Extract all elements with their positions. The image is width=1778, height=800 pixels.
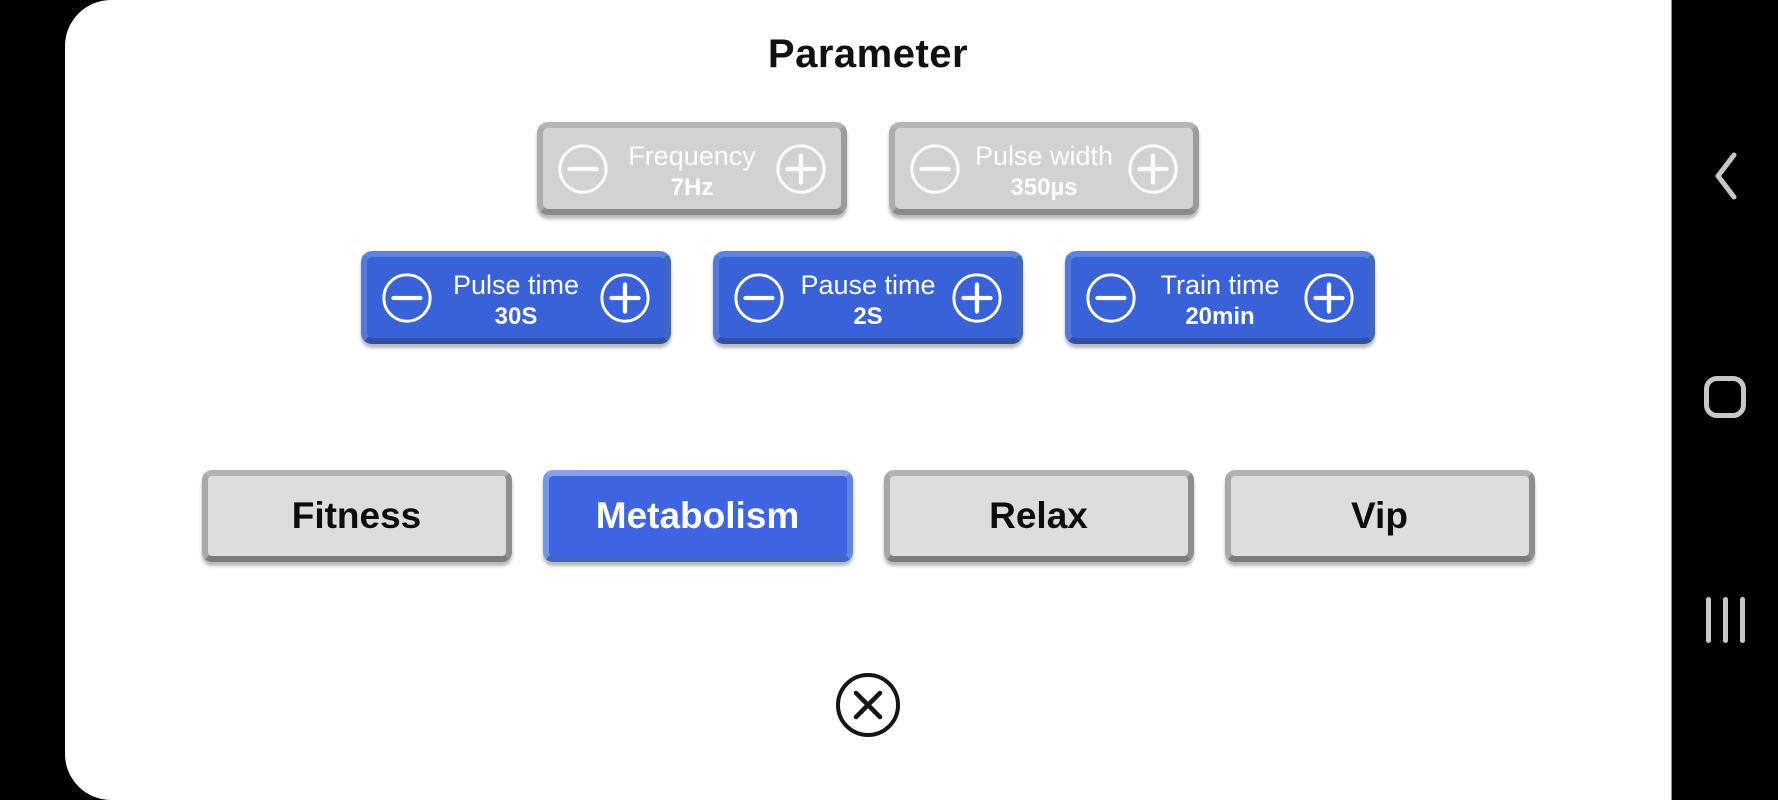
mode-button-vip[interactable]: Vip	[1224, 470, 1535, 562]
param-value: 350µs	[1010, 173, 1078, 201]
param-value: 20min	[1185, 302, 1255, 330]
mode-row: Fitness Metabolism Relax Vip	[65, 470, 1671, 562]
param-pause-time: Pause time 2S	[713, 251, 1023, 344]
plus-icon	[1128, 143, 1178, 194]
minus-icon	[734, 272, 784, 323]
pause-time-increase-button[interactable]	[950, 271, 1004, 325]
pause-time-decrease-button[interactable]	[732, 271, 786, 325]
plus-icon	[776, 143, 826, 194]
param-label: Pulse width	[974, 140, 1114, 171]
recents-icon	[1705, 597, 1745, 643]
page-title: Parameter	[767, 32, 969, 76]
param-pulse-width: Pulse width 350µs	[889, 122, 1199, 215]
param-row-disabled: Frequency 7Hz Pulse width 350µs	[65, 122, 1671, 215]
nav-back-button[interactable]	[1672, 148, 1778, 204]
param-texts: Train time 20min	[1071, 257, 1369, 338]
mode-label: Relax	[989, 495, 1088, 536]
param-row-active: Pulse time 30S Pause time 2S	[65, 251, 1671, 344]
app-screen: Parameter Frequency 7Hz	[65, 0, 1671, 800]
mode-button-metabolism[interactable]: Metabolism	[542, 470, 853, 562]
minus-icon	[382, 272, 432, 323]
frequency-decrease-button[interactable]	[556, 142, 610, 196]
param-texts: Pause time 2S	[719, 257, 1017, 338]
chevron-left-icon	[1715, 152, 1737, 200]
param-label: Train time	[1160, 269, 1280, 300]
mode-label: Fitness	[291, 495, 422, 536]
close-icon	[836, 673, 900, 737]
plus-icon	[600, 272, 650, 323]
android-nav-bar	[1671, 0, 1778, 800]
minus-icon	[910, 143, 960, 194]
param-texts: Frequency 7Hz	[543, 128, 841, 209]
home-icon	[1704, 376, 1746, 418]
frequency-increase-button[interactable]	[774, 142, 828, 196]
train-time-decrease-button[interactable]	[1084, 271, 1138, 325]
train-time-increase-button[interactable]	[1302, 271, 1356, 325]
mode-button-relax[interactable]: Relax	[883, 470, 1194, 562]
param-value: 2S	[853, 302, 883, 330]
close-button[interactable]	[834, 671, 902, 739]
param-texts: Pulse width 350µs	[895, 128, 1193, 209]
pulse-time-decrease-button[interactable]	[380, 271, 434, 325]
param-label: Frequency	[628, 140, 756, 171]
param-label: Pulse time	[452, 269, 580, 300]
nav-home-button[interactable]	[1672, 376, 1778, 418]
plus-icon	[1304, 272, 1354, 323]
param-frequency: Frequency 7Hz	[537, 122, 847, 215]
param-label: Pause time	[800, 269, 936, 300]
pulse-width-increase-button[interactable]	[1126, 142, 1180, 196]
mode-label: Vip	[1351, 495, 1408, 536]
pulse-time-increase-button[interactable]	[598, 271, 652, 325]
param-pulse-time: Pulse time 30S	[361, 251, 671, 344]
pulse-width-decrease-button[interactable]	[908, 142, 962, 196]
minus-icon	[558, 143, 608, 194]
mode-label: Metabolism	[595, 495, 800, 536]
minus-icon	[1086, 272, 1136, 323]
nav-recents-button[interactable]	[1672, 597, 1778, 643]
mode-button-fitness[interactable]: Fitness	[201, 470, 512, 562]
plus-icon	[952, 272, 1002, 323]
param-value: 7Hz	[670, 173, 714, 201]
param-texts: Pulse time 30S	[367, 257, 665, 338]
param-value: 30S	[494, 302, 538, 330]
param-train-time: Train time 20min	[1065, 251, 1375, 344]
